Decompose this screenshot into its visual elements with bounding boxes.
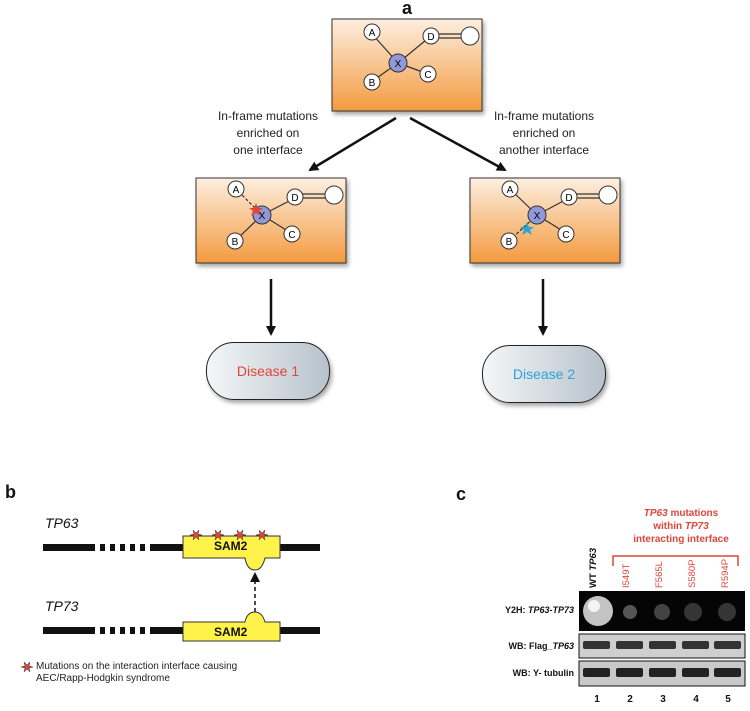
node-c	[419, 65, 437, 83]
panel-b-letter: b	[5, 482, 16, 502]
svg-text:C: C	[288, 230, 295, 241]
mutation-marker-icon	[189, 529, 203, 541]
lane-number: 2	[627, 694, 633, 705]
panel-c-letter: c	[456, 484, 467, 504]
svg-text:D: D	[291, 193, 298, 204]
panel-c-graphics	[578, 555, 746, 687]
node-d	[422, 27, 440, 45]
node-x	[388, 53, 408, 73]
legend-line1: Mutations on the interaction interface c…	[36, 661, 238, 672]
sam2-label-tp73: SAM2	[214, 625, 248, 639]
svg-text:B: B	[369, 78, 376, 89]
row-label-tubulin: WB: Y- tubulin	[512, 668, 574, 678]
legend-line2: AEC/Rapp-Hodgkin syndrome	[36, 673, 170, 684]
left-caption: In-frame mutations enriched on one inter…	[217, 109, 319, 157]
svg-text:D: D	[565, 193, 572, 204]
lane-number: 5	[725, 694, 731, 705]
lane-label-mut2: F565L	[654, 561, 665, 588]
right-caption: In-frame mutations enriched on another i…	[493, 109, 595, 157]
disease2-label: Disease 2	[512, 366, 576, 382]
svg-text:C: C	[424, 70, 431, 81]
svg-text:D: D	[427, 32, 434, 43]
disease1-label: Disease 1	[236, 363, 300, 379]
sam2-domain-tp63	[182, 535, 281, 571]
svg-text:X: X	[395, 59, 402, 70]
svg-text:B: B	[506, 237, 513, 248]
node-a	[363, 23, 381, 41]
sam2-domain-tp73	[182, 611, 281, 642]
svg-text:X: X	[259, 211, 266, 222]
network-box-top: A D B C X	[331, 18, 483, 112]
mutation-marker-icon	[255, 529, 269, 541]
gene-tp73-label: TP73	[45, 598, 79, 614]
svg-text:A: A	[369, 28, 376, 39]
mutation-marker-icon	[233, 529, 247, 541]
lane-label-mut1: I549T	[621, 563, 632, 588]
node-b	[363, 73, 381, 91]
arrow-to-right-box	[409, 116, 507, 172]
panel-a-letter: a	[402, 0, 413, 18]
network-box-left: A D B C X	[195, 177, 347, 264]
svg-text:B: B	[232, 237, 239, 248]
mutation-marker-icon	[211, 529, 225, 541]
legend-marker-icon	[20, 661, 34, 673]
arrow-to-left-box	[308, 116, 397, 172]
sam2-label-tp63: SAM2	[214, 539, 248, 553]
lane-number: 4	[693, 694, 699, 705]
svg-text:C: C	[562, 230, 569, 241]
mutant-bracket	[612, 555, 739, 566]
row-label-flag: WB: Flag_TP63	[508, 641, 574, 651]
lane-number: 3	[660, 694, 666, 705]
lane-label-wt: WT TP63	[588, 547, 599, 588]
svg-text:X: X	[534, 211, 541, 222]
mutation-star-icon	[520, 222, 534, 235]
lane-number: 1	[594, 694, 600, 705]
row-label-y2h: Y2H: TP63-TP73	[504, 605, 574, 615]
mutation-star-icon	[249, 203, 263, 216]
lane-label-mut4: R594P	[720, 558, 731, 588]
gene-tp63-label: TP63	[45, 515, 79, 531]
disease2-box: Disease 2	[482, 345, 606, 403]
panel-b-graphics	[20, 529, 320, 673]
mutant-bracket-caption: TP63 mutations within TP73 interacting i…	[633, 508, 729, 545]
svg-text:A: A	[507, 185, 514, 196]
disease1-box: Disease 1	[206, 342, 330, 400]
svg-text:A: A	[233, 185, 240, 196]
lane-label-mut3: S580P	[687, 559, 698, 588]
node-blob	[460, 26, 480, 46]
network-box-right: A D B C X	[469, 177, 621, 264]
